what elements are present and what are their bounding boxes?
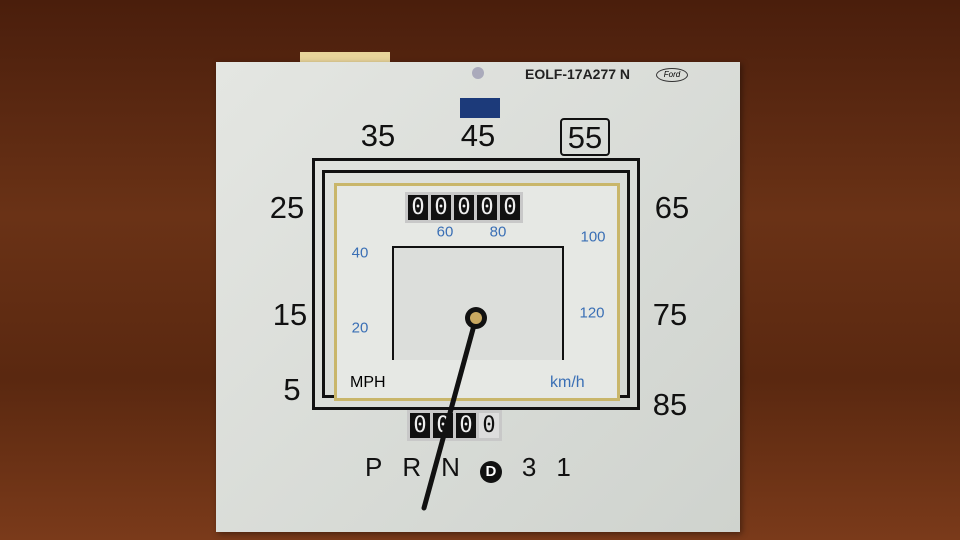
kmh-unit: km/h bbox=[550, 374, 585, 391]
odometer-digit: 0 bbox=[408, 195, 428, 220]
odometer-digit: 0 bbox=[500, 195, 520, 220]
outer-frame bbox=[312, 158, 640, 410]
mph-label: 35 bbox=[360, 118, 396, 153]
kmh-label: 120 bbox=[579, 304, 605, 322]
mph-label: 85 bbox=[652, 387, 688, 422]
mph-label: 25 bbox=[269, 190, 305, 225]
gear-1: 1 bbox=[556, 452, 591, 482]
center-panel bbox=[392, 246, 564, 360]
trip-digit: 0 bbox=[479, 413, 499, 438]
mph-label: 75 bbox=[652, 297, 688, 332]
trip-digit: 0 bbox=[456, 413, 476, 438]
mph-label: 5 bbox=[283, 372, 301, 407]
mph-unit: MPH bbox=[350, 374, 386, 391]
gear-r: R bbox=[402, 452, 442, 482]
mph-label: 55 bbox=[567, 120, 603, 155]
kmh-label: 60 bbox=[436, 223, 454, 241]
mph-label: 45 bbox=[460, 118, 496, 153]
kmh-label: 100 bbox=[580, 228, 606, 246]
kmh-label: 80 bbox=[489, 223, 507, 241]
odometer-digit: 0 bbox=[454, 195, 474, 220]
mph-label: 15 bbox=[272, 297, 308, 332]
indicator-window bbox=[460, 98, 500, 118]
mph-label: 65 bbox=[654, 190, 690, 225]
ford-logo: Ford bbox=[656, 68, 688, 82]
speed-limit-box bbox=[560, 118, 610, 156]
odometer-digit: 0 bbox=[431, 195, 451, 220]
trip-digit: 0 bbox=[410, 413, 430, 438]
kmh-label: 40 bbox=[351, 244, 369, 262]
odometer-digit: 0 bbox=[477, 195, 497, 220]
screw-icon bbox=[472, 67, 484, 79]
kmh-label: 20 bbox=[351, 319, 369, 337]
gear-n: N bbox=[441, 452, 480, 482]
needle-shaft bbox=[421, 315, 479, 511]
part-number: EOLF-17A277 N bbox=[525, 66, 631, 82]
gear-p: P bbox=[365, 452, 403, 482]
gear-d: D bbox=[479, 461, 502, 483]
needle-cap bbox=[470, 312, 482, 324]
gear-3: 3 bbox=[521, 452, 557, 482]
